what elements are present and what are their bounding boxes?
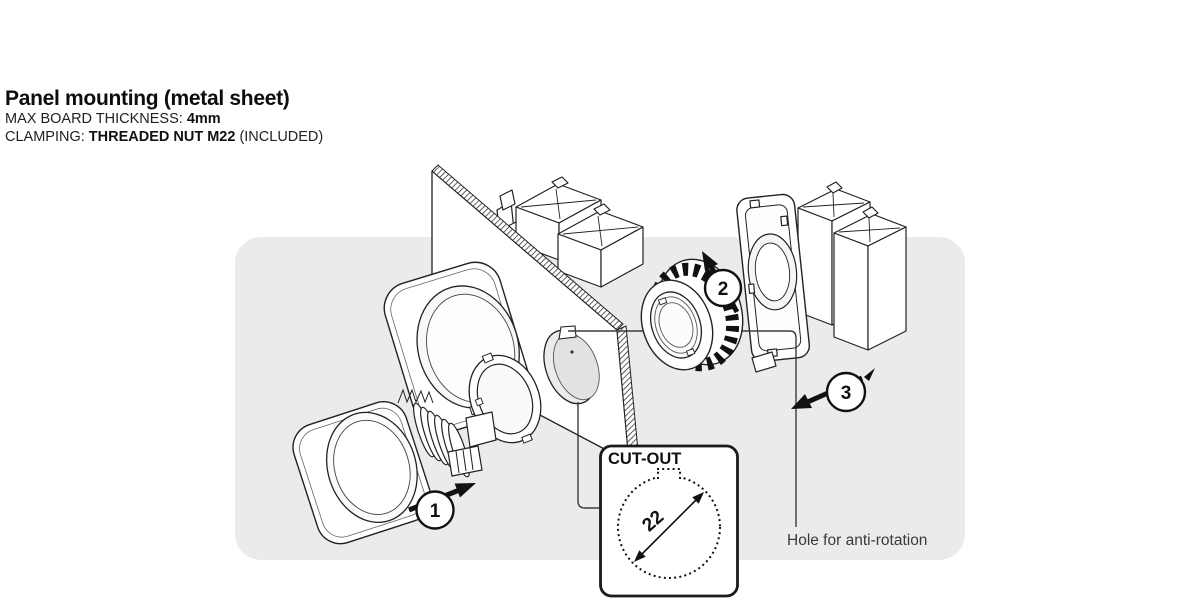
step-1-marker: 1 [408, 483, 476, 530]
cutout-detail: 22 CUT-OUT [599, 444, 739, 598]
panel-top-edge [431, 164, 624, 331]
selector-head [292, 401, 432, 545]
cutout-callout-line [577, 402, 600, 509]
step-3-marker: 3 [791, 368, 875, 413]
spec-clamping-suffix: (INCLUDED) [235, 129, 324, 145]
anti-rotation-callout-line [568, 330, 797, 527]
step-2-marker: 2 [702, 251, 743, 314]
spec-thickness-label: MAX BOARD THICKNESS: [5, 111, 187, 127]
cutout-title: CUT-OUT [608, 450, 681, 468]
spec-line-clamping: CLAMPING: THREADED NUT M22 (INCLUDED) [5, 128, 323, 146]
diameter-arrow [635, 493, 703, 561]
contact-block-assembly [736, 181, 907, 373]
page-title: Panel mounting (metal sheet) [5, 87, 290, 110]
spec-thickness-value: 4mm [186, 111, 221, 127]
step-1-number: 1 [430, 501, 441, 522]
selector-body-ribs [397, 388, 497, 478]
spec-line-thickness: MAX BOARD THICKNESS: 4mm [5, 110, 323, 128]
mounting-panel [431, 164, 640, 463]
cutout-notch [657, 468, 681, 479]
anti-rotation-label: Hole for anti-rotation [787, 532, 927, 549]
threaded-nut [640, 258, 744, 372]
spec-clamping-value: THREADED NUT M22 [88, 129, 236, 145]
spec-clamping-label: CLAMPING: [5, 129, 89, 145]
anti-rotation-notch [558, 325, 577, 340]
header-block: Panel mounting (metal sheet) MAX BOARD T… [5, 87, 323, 146]
step-2-number: 2 [718, 279, 729, 300]
panel-hole [543, 329, 600, 405]
step-3-number: 3 [841, 383, 852, 404]
